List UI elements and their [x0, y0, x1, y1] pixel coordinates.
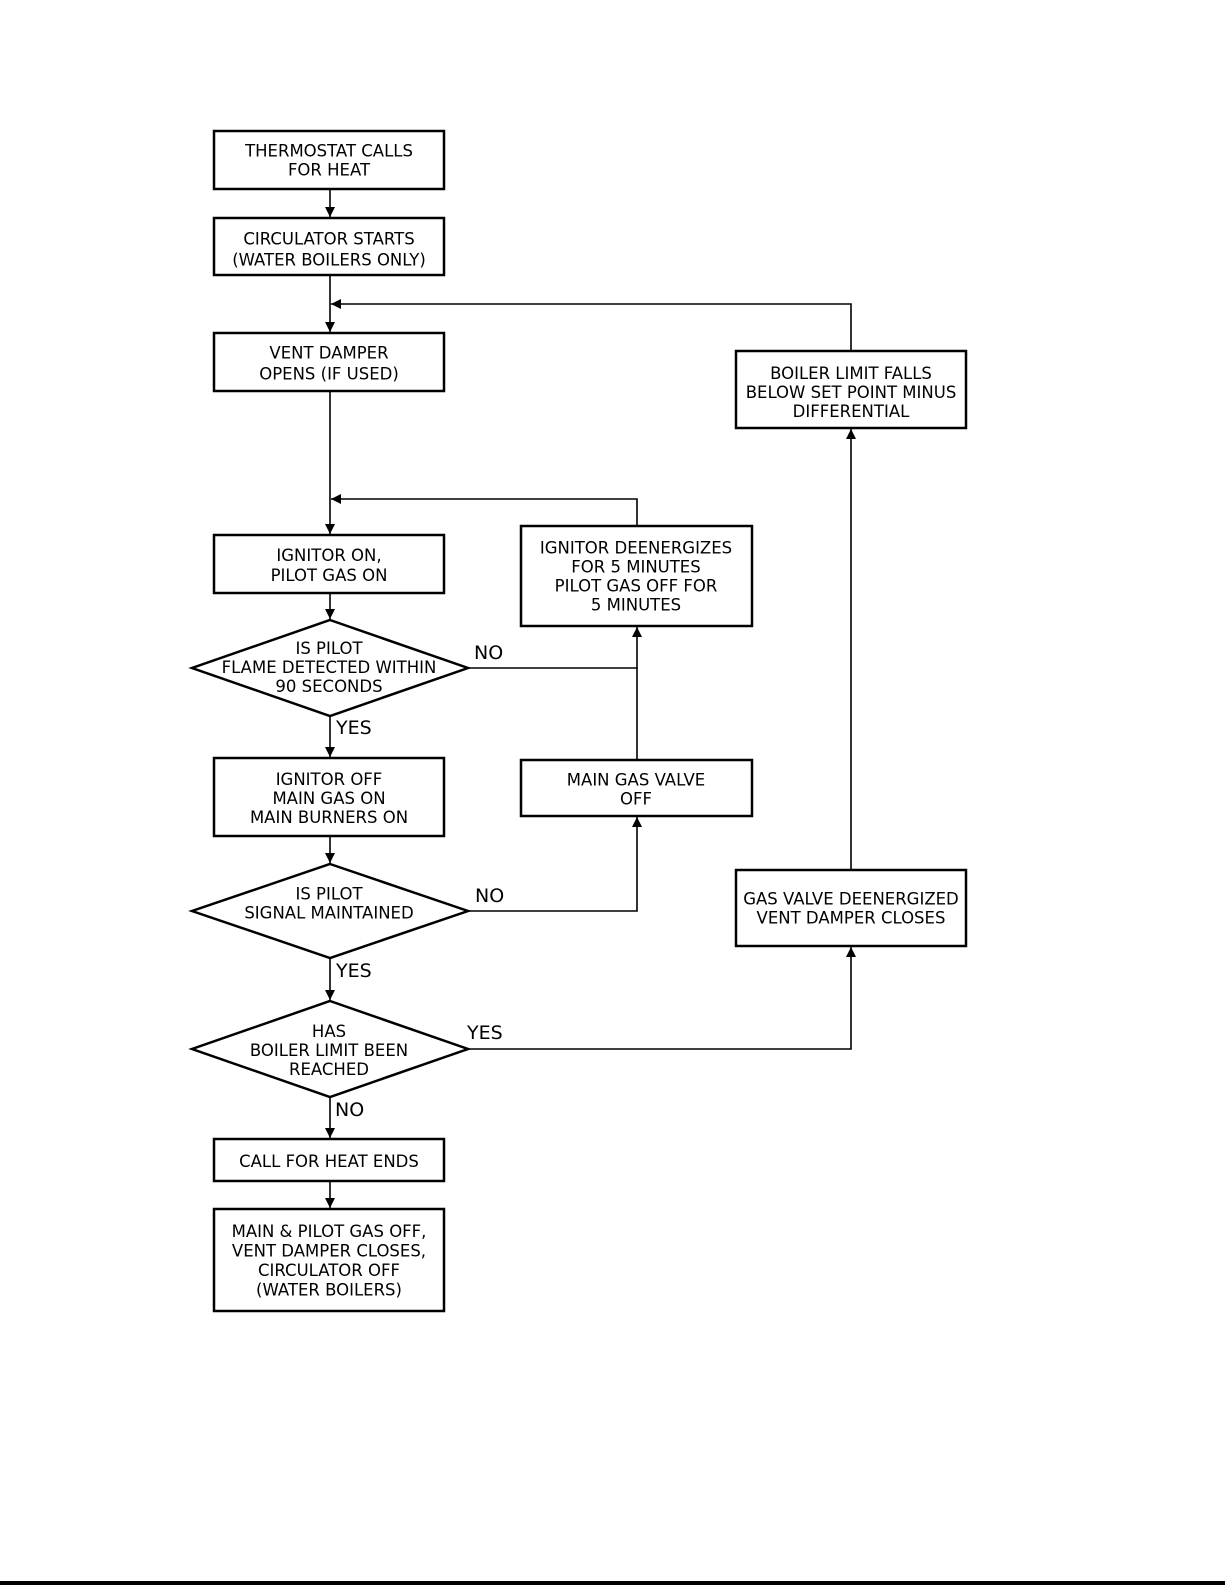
shutdown-text: MAIN & PILOT GAS OFF,VENT DAMPER CLOSES,…: [232, 1221, 427, 1299]
connectors: [325, 189, 856, 1208]
vent-damper-text: VENT DAMPER OPENS (IF USED): [259, 343, 399, 383]
shutdown-line: VENT DAMPER CLOSES,: [232, 1241, 426, 1260]
thermostat-line: THERMOSTAT CALLS: [244, 141, 413, 160]
vent-damper-line: VENT DAMPER: [269, 343, 388, 362]
gas-valve-deenergized-line: GAS VALVE DEENERGIZED: [743, 889, 959, 908]
pilot-detected-line: IS PILOT: [295, 639, 363, 658]
pilot-signal-yes-label: YES: [335, 960, 372, 982]
edge-decision3-yes: [468, 947, 856, 1050]
vent-damper-line: OPENS (IF USED): [259, 364, 399, 383]
pilot-signal-line: SIGNAL MAINTAINED: [244, 903, 413, 922]
pilot-signal-diamond: [188, 862, 472, 960]
pilot-signal-no-label: NO: [475, 885, 504, 907]
page-bottom-rule: [0, 1581, 1225, 1585]
boiler-limit-yes-label: YES: [466, 1022, 503, 1044]
gas-valve-deenergized-box: [734, 868, 968, 948]
call-ends-text: CALL FOR HEAT ENDS: [239, 1152, 419, 1171]
boiler-limit-line: REACHED: [289, 1060, 369, 1079]
shutdown-box: [212, 1207, 446, 1313]
main-gas-off-line: OFF: [620, 789, 652, 808]
circulator-box: [212, 216, 446, 277]
pilot-detected-yes-label: YES: [335, 717, 372, 739]
main-gas-off-box: [519, 758, 754, 818]
call-ends-line: CALL FOR HEAT ENDS: [239, 1152, 419, 1171]
ignitor-on-text: IGNITOR ON,PILOT GAS ON: [271, 546, 388, 585]
circulator-line: (WATER BOILERS ONLY): [232, 250, 426, 269]
shutdown-line: CIRCULATOR OFF: [258, 1260, 400, 1279]
gas-valve-deenergized-line: VENT DAMPER CLOSES: [757, 908, 946, 927]
pilot-signal-line: IS PILOT: [295, 884, 363, 903]
ignitor-off-line: MAIN BURNERS ON: [250, 808, 408, 827]
ignitor-on-box: [212, 533, 446, 595]
ignitor-on-line: PILOT GAS ON: [271, 566, 388, 585]
pilot-detected-no-label: NO: [474, 642, 503, 664]
ignitor-deenergizes-line: FOR 5 MINUTES: [571, 557, 700, 576]
ignitor-on-line: IGNITOR ON,: [276, 546, 381, 565]
limit-falls-line: DIFFERENTIAL: [793, 402, 910, 421]
ignitor-deenergizes-line: 5 MINUTES: [591, 595, 681, 614]
edge-decision2-no: [468, 817, 642, 912]
ignitor-off-line: IGNITOR OFF: [276, 770, 383, 789]
ignitor-off-line: MAIN GAS ON: [272, 789, 385, 808]
limit-falls-box: [734, 349, 968, 430]
thermostat-box: [212, 129, 446, 191]
ignitor-deenergizes-line: IGNITOR DEENERGIZES: [540, 538, 732, 557]
ignitor-off-box: [212, 756, 446, 838]
circulator-line: CIRCULATOR STARTS: [243, 229, 414, 248]
pilot-detected-diamond: [188, 618, 472, 718]
shutdown-line: (WATER BOILERS): [256, 1280, 402, 1299]
call-ends-box: [212, 1137, 446, 1183]
pilot-detected-line: 90 SECONDS: [275, 677, 382, 696]
boiler-limit-no-label: NO: [335, 1099, 364, 1121]
circulator-text: CIRCULATOR STARTS (WATER BOILERS ONLY): [232, 229, 426, 269]
edge-deenergize-loop: [331, 494, 638, 526]
vent-damper-box: [212, 331, 446, 393]
shutdown-line: MAIN & PILOT GAS OFF,: [232, 1221, 427, 1240]
pilot-detected-line: FLAME DETECTED WITHIN: [222, 658, 437, 677]
limit-falls-line: BOILER LIMIT FALLS: [770, 364, 932, 383]
boiler-limit-diamond: [188, 999, 472, 1099]
thermostat-line: FOR HEAT: [288, 160, 371, 179]
ignitor-deenergizes-box: [519, 524, 754, 628]
boiler-limit-line: HAS: [312, 1022, 346, 1041]
main-gas-off-line: MAIN GAS VALVE: [567, 770, 705, 789]
limit-falls-line: BELOW SET POINT MINUS: [746, 383, 957, 402]
edge-limitfalls-loop: [331, 299, 852, 351]
ignitor-deenergizes-line: PILOT GAS OFF FOR: [555, 576, 718, 595]
boiler-limit-line: BOILER LIMIT BEEN: [250, 1041, 408, 1060]
